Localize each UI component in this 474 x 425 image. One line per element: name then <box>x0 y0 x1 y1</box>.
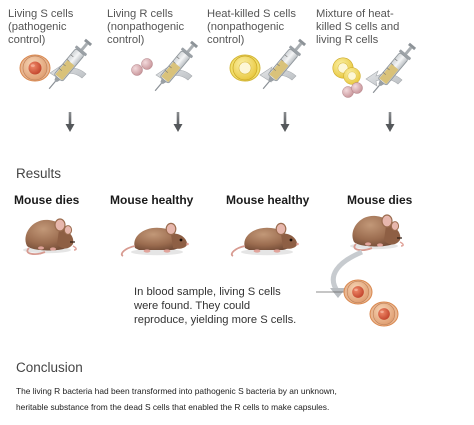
experiment-label-heat-killed-s: Heat-killed S cells (nonpathogenic contr… <box>207 8 296 46</box>
conclusion-heading: Conclusion <box>16 360 83 375</box>
r-cells-icon <box>131 58 153 76</box>
results-heading: Results <box>16 166 62 181</box>
blood-sample-note: In blood sample, living S cells were fou… <box>134 286 297 326</box>
down-arrow-icon <box>173 112 183 132</box>
s-cell-icon <box>19 54 51 82</box>
experiment-label-living-s: Living S cells (pathogenic control) <box>8 8 74 46</box>
mouse-healthy-icon <box>230 222 300 257</box>
mouse-dead-icon <box>22 218 78 255</box>
column-living-r <box>131 38 201 132</box>
heat-killed-s-cell-icon <box>229 54 261 82</box>
syringe-icon <box>367 40 419 98</box>
outcome-label: Mouse healthy <box>226 193 310 207</box>
column-heat-killed-s <box>229 36 309 132</box>
recovered-s-cells-icon <box>343 279 399 327</box>
down-arrow-icon <box>65 112 75 132</box>
outcome-label: Mouse healthy <box>110 193 194 207</box>
mixture-cells-icon <box>332 57 363 98</box>
syringe-icon <box>43 36 95 94</box>
experiment-label-living-r: Living R cells (nonpathogenic control) <box>107 8 185 46</box>
syringe-icon <box>149 38 201 96</box>
mouse-dead-icon <box>349 214 405 251</box>
mouse-healthy-icon <box>120 222 190 257</box>
conclusion-text: The living R bacteria had been transform… <box>16 386 337 412</box>
down-arrow-icon <box>280 112 290 132</box>
syringe-icon <box>257 36 309 94</box>
outcome-label: Mouse dies <box>347 193 413 207</box>
down-arrow-icon <box>385 112 395 132</box>
outcome-label: Mouse dies <box>14 193 80 207</box>
blood-sample-arrow-icon <box>330 249 363 294</box>
column-living-s <box>19 36 95 132</box>
column-mixture <box>332 40 419 132</box>
experiment-label-mixture: Mixture of heat- killed S cells and livi… <box>316 8 400 46</box>
